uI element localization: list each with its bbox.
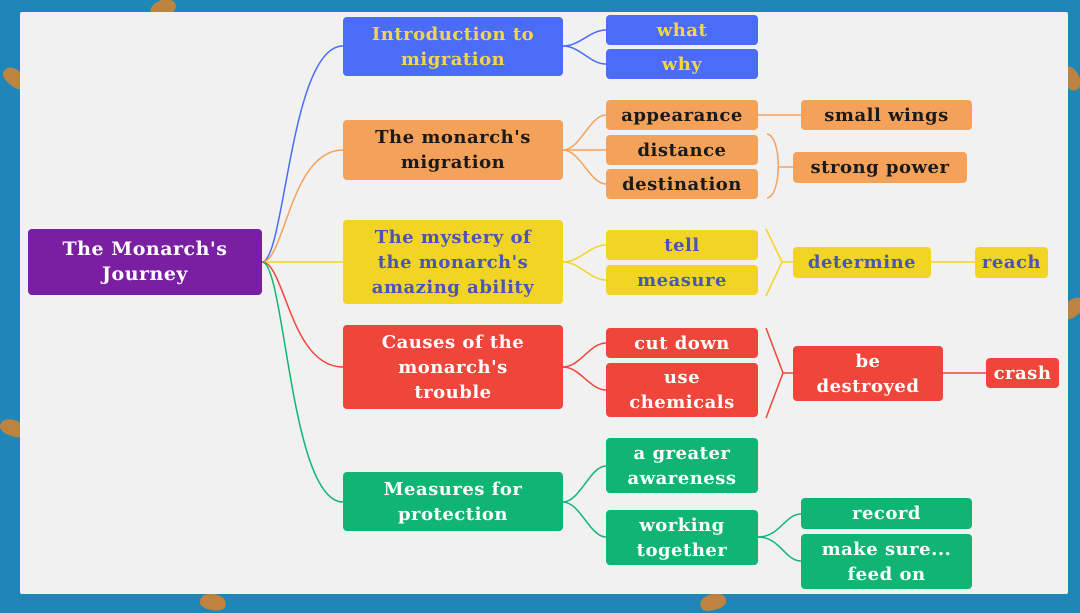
mystery-detail-determine[interactable]: determine xyxy=(793,247,931,278)
mystery-child-tell[interactable]: tell xyxy=(606,230,758,260)
causes-detail-be-destroyed[interactable]: be destroyed xyxy=(793,346,943,401)
causes-detail-crash[interactable]: crash xyxy=(986,358,1059,388)
measures-detail-make-sure[interactable]: make sure... feed on xyxy=(801,534,972,589)
intro-child-what[interactable]: what xyxy=(606,15,758,45)
mystery-child-measure[interactable]: measure xyxy=(606,265,758,295)
branch-measures-node[interactable]: Measures for protection xyxy=(343,472,563,531)
intro-child-why[interactable]: why xyxy=(606,49,758,79)
branch-causes-node[interactable]: Causes of the monarch's trouble xyxy=(343,325,563,409)
branch-mystery-node[interactable]: The mystery of the monarch's amazing abi… xyxy=(343,220,563,304)
measures-child-awareness[interactable]: a greater awareness xyxy=(606,438,758,493)
connector-root-measures xyxy=(261,261,344,503)
connector-root-intro xyxy=(261,45,344,263)
causes-child-cut-down[interactable]: cut down xyxy=(606,328,758,358)
connector-root-migration xyxy=(261,149,344,263)
migration-child-appearance[interactable]: appearance xyxy=(606,100,758,130)
migration-detail-small-wings[interactable]: small wings xyxy=(801,100,972,130)
branch-migration-node[interactable]: The monarch's migration xyxy=(343,120,563,180)
measures-detail-record[interactable]: record xyxy=(801,498,972,529)
root-node[interactable]: The Monarch's Journey xyxy=(28,229,262,295)
measures-child-working-together[interactable]: working together xyxy=(606,510,758,565)
mystery-detail-reach[interactable]: reach xyxy=(975,247,1048,278)
migration-child-distance[interactable]: distance xyxy=(606,135,758,165)
causes-child-use-chemicals[interactable]: use chemicals xyxy=(606,363,758,417)
branch-intro-node[interactable]: Introduction to migration xyxy=(343,17,563,76)
connector-root-causes xyxy=(261,261,344,368)
migration-child-destination[interactable]: destination xyxy=(606,169,758,199)
migration-detail-strong-power[interactable]: strong power xyxy=(793,152,967,183)
